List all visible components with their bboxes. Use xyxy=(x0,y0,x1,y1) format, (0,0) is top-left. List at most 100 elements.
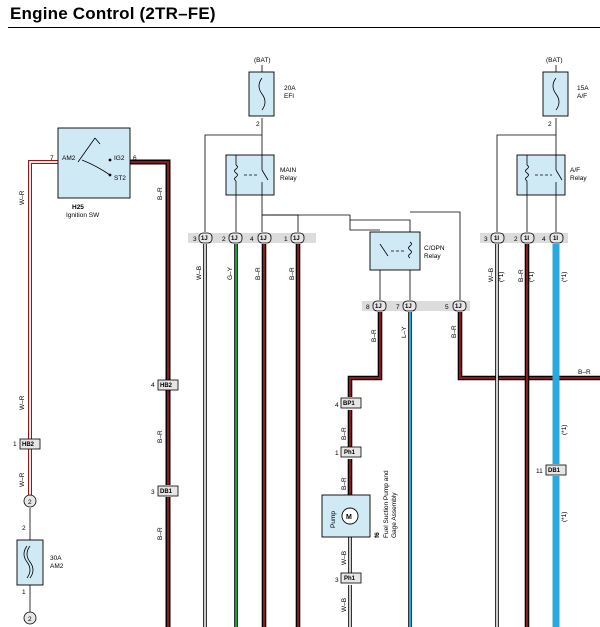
wire-main-bus-right xyxy=(262,214,299,232)
label-br-1i2: B–R xyxy=(518,269,525,282)
efi-fuse: (BAT) 20A EFI 2 xyxy=(248,57,296,128)
label-star-1i2: (*1) xyxy=(528,272,535,282)
label-br-copn5: B–R xyxy=(451,325,458,338)
pump-label: Pump xyxy=(330,511,337,528)
connectors: 3 1J 2 1J 4 1J 1 1J 3 1I 2 1I 4 1I 8 1J … xyxy=(13,232,568,625)
am2-pin-bottom: 1 xyxy=(22,589,26,596)
wire-main-left-bus xyxy=(204,134,262,232)
pump-code: f6 xyxy=(374,532,381,538)
conn-1i2-id: 1I xyxy=(524,236,529,242)
fuse-element xyxy=(26,545,34,579)
relay-contact xyxy=(555,169,563,181)
fuel-pump: M Pump f6 Fuel Suction Pump and Gage Ass… xyxy=(321,470,398,538)
label-star-1i3: (*1) xyxy=(498,272,505,282)
label-star-1i4: (*1) xyxy=(561,272,568,282)
fuse-element xyxy=(258,77,266,111)
wire-br-8 xyxy=(347,312,383,397)
copn-relay-name: C/OPN xyxy=(424,245,445,252)
wire-bus-to-copn-top xyxy=(350,219,411,232)
label-wb-1j3: W–B xyxy=(196,266,203,280)
label-br-hb2: B–R xyxy=(157,430,164,443)
label-br-copn8: B–R xyxy=(371,329,378,342)
label-br-db1: B–R xyxy=(157,527,164,540)
conn-copn5-pin: 5 xyxy=(445,304,449,311)
label-br-1j4: B–R xyxy=(255,267,262,280)
conn-bp1-pin: 4 xyxy=(335,402,339,409)
page-title: Engine Control (2TR–FE) xyxy=(10,4,216,23)
conn-1i3-pin: 3 xyxy=(484,236,488,243)
conn-bp1-id: BP1 xyxy=(343,401,355,407)
af-fuse: (BAT) 15A A/F 2 xyxy=(542,57,589,128)
efi-name: EFI xyxy=(284,93,294,100)
wire-main-to-copn xyxy=(262,214,380,231)
label-gy-1j2: G–Y xyxy=(227,266,234,280)
conn-db1-right-pin: 11 xyxy=(536,468,543,475)
wire-af-left-bus xyxy=(496,134,556,232)
ignition-sw-name: Ignition SW xyxy=(66,212,100,219)
pin-ig2-label: IG2 xyxy=(114,155,125,162)
ignition-sw-code: H25 xyxy=(72,204,84,211)
am2-name: AM2 xyxy=(50,563,64,570)
wire-wr-outline xyxy=(28,160,58,440)
conn-1j3-pin: 3 xyxy=(193,236,197,243)
conn-ph1-bottom-pin: 3 xyxy=(335,577,339,584)
title-rule xyxy=(8,27,600,28)
wire-br-ig2-red xyxy=(130,161,169,380)
conn-copn7-id: 1J xyxy=(405,304,412,310)
relay-coil xyxy=(234,164,238,182)
label-br-ig2: B–R xyxy=(157,187,164,200)
copn-relay: C/OPN Relay xyxy=(369,231,445,271)
conn-1i4-pin: 4 xyxy=(542,236,546,243)
label-star-blue-mid: (*1) xyxy=(561,425,568,435)
conn-1i2-pin: 2 xyxy=(514,236,518,243)
main-relay-sub: Relay xyxy=(280,175,297,182)
copn-relay-sub: Relay xyxy=(424,253,441,260)
connector-bar-1j-main xyxy=(188,233,316,243)
relay-coil xyxy=(525,164,529,182)
label-br-ph1: B–R xyxy=(341,477,348,490)
ignition-switch-wiper xyxy=(81,159,111,176)
conn-ph1-top-id: Ph1 xyxy=(344,450,356,456)
pump-sub: Gage Assembly xyxy=(391,492,398,538)
wire-br-8-red xyxy=(349,312,381,397)
pump-name: Fuel Suction Pump and xyxy=(383,470,390,538)
conn-db1-left-pin: 3 xyxy=(151,489,155,496)
af-relay-name: A/F xyxy=(570,167,580,174)
conn-copn8-id: 1J xyxy=(375,304,382,310)
am2-rating: 30A xyxy=(50,555,62,562)
relay-coil xyxy=(408,241,412,259)
af-relay-sub: Relay xyxy=(570,175,587,182)
af-relay: A/F Relay xyxy=(516,154,587,196)
wire-labels: W–R W–R W–R B–R B–R B–R W–B G–Y B–R B–R … xyxy=(19,187,591,612)
af-name: A/F xyxy=(577,93,587,100)
label-wr-lower: W–R xyxy=(19,472,26,487)
pin-am2-label: AM2 xyxy=(62,155,76,162)
ignition-switch-contact xyxy=(77,137,101,163)
conn-1j2-id: 1J xyxy=(231,236,238,242)
label-star-blue-lower: (*1) xyxy=(561,512,568,522)
circle-conn-top: 2 xyxy=(28,499,32,506)
af-pin: 2 xyxy=(548,121,552,128)
conn-db1-left-id: DB1 xyxy=(160,489,173,495)
conn-1j4-id: 1J xyxy=(260,236,267,242)
am2-fuse: 2 30A AM2 1 xyxy=(16,525,64,596)
label-br-1j1: B–R xyxy=(289,267,296,280)
conn-1j2-pin: 2 xyxy=(222,236,226,243)
conn-ph1-top-pin: 1 xyxy=(335,450,339,457)
wires xyxy=(28,118,600,627)
af-rating: 15A xyxy=(577,85,589,92)
label-br-right: B–R xyxy=(578,369,591,376)
pump-motor-symbol: M xyxy=(346,514,352,521)
main-relay-name: MAIN xyxy=(280,167,297,174)
conn-copn7-pin: 7 xyxy=(396,304,400,311)
conn-1i3-id: 1I xyxy=(494,236,499,242)
conn-hb2-upper-pin: 4 xyxy=(151,382,155,389)
conn-copn8-pin: 8 xyxy=(366,304,370,311)
efi-bat-label: (BAT) xyxy=(254,57,271,64)
label-wb-1i3: W–B xyxy=(488,268,495,282)
conn-hb2-lower-pin: 1 xyxy=(13,441,17,448)
pin-am2-num: 7 xyxy=(50,155,54,162)
conn-hb2-lower-id: HB2 xyxy=(22,442,35,448)
label-wr-mid: W–R xyxy=(19,395,26,410)
